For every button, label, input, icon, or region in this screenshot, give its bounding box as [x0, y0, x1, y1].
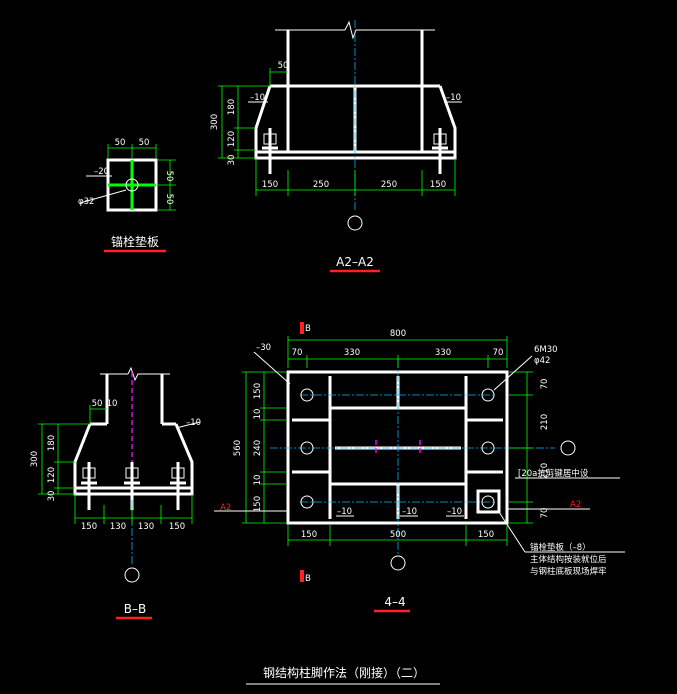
plan-anchor-pad	[476, 489, 501, 514]
plan-bolt-6	[481, 495, 495, 509]
section-bb: 150 130 130 150 300 180 120 30 50 10 –10…	[30, 366, 201, 620]
bb-dim-bottom-1: 150	[81, 522, 97, 532]
a2-dim-bottom-1: 150	[262, 180, 278, 190]
plan-dim-bottom-3: 150	[478, 530, 494, 540]
plan-section-mark-a2-left: A2	[220, 503, 231, 513]
bb-grid-axis-bubble	[124, 567, 140, 583]
bb-dim-bottom-4: 150	[169, 522, 185, 532]
anchor-pad-hole	[125, 178, 139, 192]
plan-stiffener-label-1: –10	[337, 507, 352, 517]
plan-dim-left-1: 150	[253, 383, 263, 399]
plan-bolt-4	[481, 441, 495, 455]
a2-title: A2–A2	[336, 255, 374, 269]
sheet-title: 钢结构柱脚作法（刚接）（二）	[263, 665, 425, 680]
plan-shear-key-note: [20a抗剪键居中设	[518, 468, 589, 479]
bb-dim-total: 300	[30, 451, 40, 467]
anchor-pad-detail: 50 50 50 50 –20 φ32 锚栓垫板	[78, 138, 176, 253]
a2-dim-bottom-3: 250	[381, 180, 397, 190]
plan-base-plate	[286, 370, 509, 525]
a2-stiffener-left: –10	[250, 93, 265, 103]
a2-dim-left-1: 180	[227, 99, 237, 115]
a2-base-plate	[254, 150, 457, 160]
a2-right-bolt	[432, 128, 448, 174]
plan-bolt-3	[300, 441, 314, 455]
plan-section-mark-b-top: B	[305, 324, 311, 334]
plan-dim-left-3: 240	[253, 440, 263, 456]
plan-grid-axis-bubble-bottom	[390, 555, 406, 571]
bb-dim-top-1: 50	[92, 399, 103, 409]
plan-bolt-hole: φ42	[534, 356, 550, 366]
plan-plate-thickness: –30	[256, 343, 271, 353]
plan-bolt-spec: 6M30	[534, 345, 558, 355]
plan-dim-left-2: 10	[253, 409, 263, 420]
plan-stiffener-label-2: –10	[402, 507, 417, 517]
plan-stiffener-label-3: –10	[447, 507, 462, 517]
plan-bolt-2	[481, 388, 495, 402]
plan-section-mark-b-bottom: B	[305, 574, 311, 584]
plan-dim-top-2: 330	[344, 348, 360, 358]
anchor-pad-hole-size: φ32	[78, 197, 94, 207]
a2-dim-left-2: 120	[227, 131, 237, 147]
plan-dim-left-total: 560	[233, 440, 243, 456]
plan-dim-left-4: 10	[253, 475, 263, 486]
plan-dim-bottom-1: 150	[301, 530, 317, 540]
plan-section-mark-a2-right: A2	[570, 500, 581, 510]
bb-dim-bottom-3: 130	[138, 522, 154, 532]
anchor-pad-dim-top-1: 50	[115, 138, 126, 148]
a2-dim-top: 50	[278, 61, 289, 71]
plan-dim-right-3: 210	[540, 463, 550, 479]
a2-dim-left-3: 30	[227, 155, 237, 166]
a2-dim-bottom-4: 150	[430, 180, 446, 190]
a2-dim-bottom-2: 250	[313, 180, 329, 190]
plan-section-cut-b-bottom	[300, 570, 304, 582]
plan-dim-right-2: 210	[540, 414, 550, 430]
anchor-pad-dim-top-2: 50	[139, 138, 150, 148]
plan-note-3: 与钢柱底板现场焊牢	[530, 566, 607, 577]
plan-dim-total-top: 800	[390, 329, 406, 339]
plan-bolt-5	[300, 495, 314, 509]
plan-dim-bottom-2: 500	[390, 530, 406, 540]
plan-dim-top-1: 70	[292, 348, 303, 358]
anchor-pad-dim-right-1: 50	[164, 171, 174, 182]
bb-bolt-3	[170, 462, 186, 510]
plan-section-cut-b-top	[300, 322, 304, 334]
plan-grid-axis-bubble-right	[560, 440, 576, 456]
anchor-pad-thickness: –20	[94, 167, 109, 177]
plan-title: 4–4	[384, 595, 405, 609]
bb-bolt-1	[81, 462, 97, 510]
plan-dim-right-4: 70	[540, 508, 550, 519]
section-a2: 150 250 250 150 300 180 120 30 50 –10 –1…	[210, 20, 462, 273]
bb-dim-left-2: 120	[47, 467, 57, 483]
plan-44: 800 70 330 330 70 150 500 150 560 150 10…	[214, 322, 625, 613]
anchor-pad-dim-right-2: 50	[164, 194, 174, 205]
plan-dim-top-3: 330	[435, 348, 451, 358]
plan-dim-right-1: 70	[540, 379, 550, 390]
plan-dim-top-4: 70	[493, 348, 504, 358]
a2-grid-axis-bubble	[347, 215, 363, 231]
bb-dim-top-2: 10	[107, 399, 118, 409]
plan-dim-left-5: 150	[253, 496, 263, 512]
a2-dim-total: 300	[210, 114, 220, 130]
bb-stiffener-right: –10	[186, 418, 201, 428]
bb-title: B–B	[124, 602, 146, 616]
bb-dim-bottom-2: 130	[110, 522, 126, 532]
anchor-pad-title: 锚栓垫板	[111, 234, 159, 249]
plan-note-2: 主体结构按装就位后	[530, 554, 607, 565]
a2-left-bolt	[262, 128, 278, 174]
plan-bolt-1	[300, 388, 314, 402]
bb-dim-left-1: 180	[47, 435, 57, 451]
a2-stiffener-right: –10	[446, 93, 461, 103]
bb-dim-left-3: 30	[47, 491, 57, 502]
plan-note-1: 锚栓垫板（–8）	[530, 542, 591, 553]
